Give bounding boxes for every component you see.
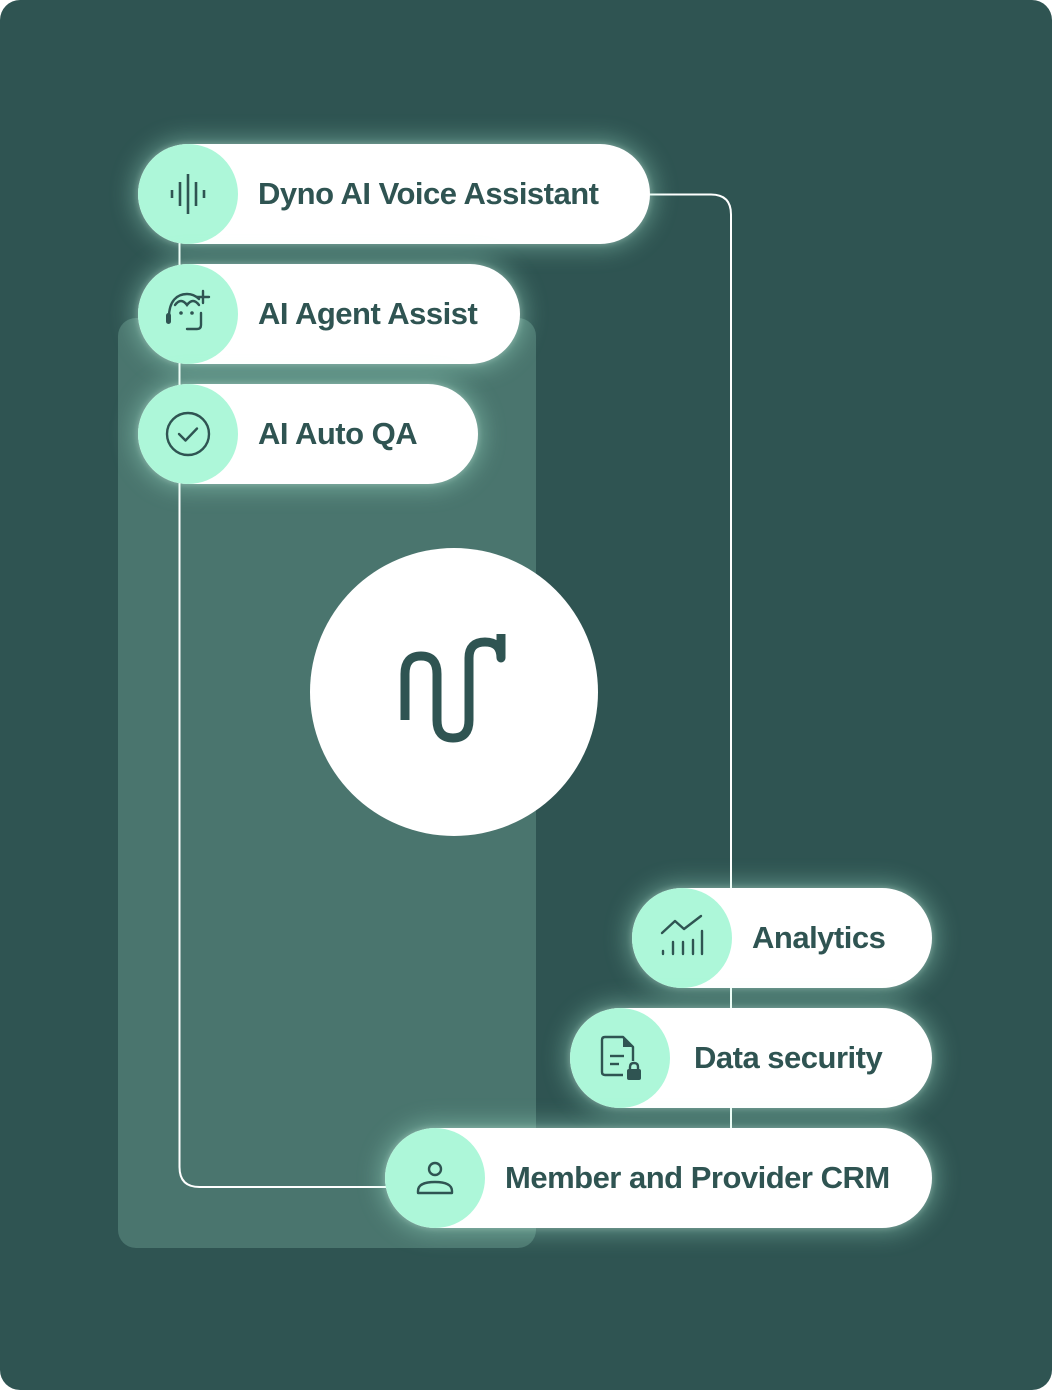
pill-label: Member and Provider CRM (505, 1160, 890, 1195)
analytics-chart-icon (660, 914, 704, 956)
voice-icon-circle (138, 144, 238, 244)
pill-voice-assistant[interactable]: Dyno AI Voice Assistant (138, 144, 650, 244)
analytics-icon-circle (632, 888, 732, 988)
qa-icon-circle (138, 384, 238, 484)
pill-label: AI Agent Assist (258, 296, 478, 331)
user-icon (416, 1161, 454, 1195)
pill-label: Data security (694, 1040, 883, 1075)
voice-waveform-icon (170, 174, 206, 214)
hub-circle (310, 548, 598, 836)
agent-icon-circle (138, 264, 238, 364)
agent-headset-icon (166, 289, 211, 331)
pill-label: AI Auto QA (258, 416, 418, 451)
pill-crm[interactable]: Member and Provider CRM (385, 1128, 932, 1228)
left-connector-line (178, 240, 390, 1188)
pill-analytics[interactable]: Analytics (632, 888, 932, 988)
check-circle-icon (165, 411, 211, 457)
pill-label: Dyno AI Voice Assistant (258, 176, 599, 211)
right-connector-line (645, 193, 732, 1135)
pill-label: Analytics (752, 920, 886, 955)
pill-data-security[interactable]: Data security (570, 1008, 932, 1108)
pill-agent-assist[interactable]: AI Agent Assist (138, 264, 520, 364)
crm-icon-circle (385, 1128, 485, 1228)
pill-auto-qa[interactable]: AI Auto QA (138, 384, 478, 484)
security-icon-circle (570, 1008, 670, 1108)
dyno-logo-icon (400, 634, 506, 743)
secure-document-icon (600, 1035, 641, 1080)
